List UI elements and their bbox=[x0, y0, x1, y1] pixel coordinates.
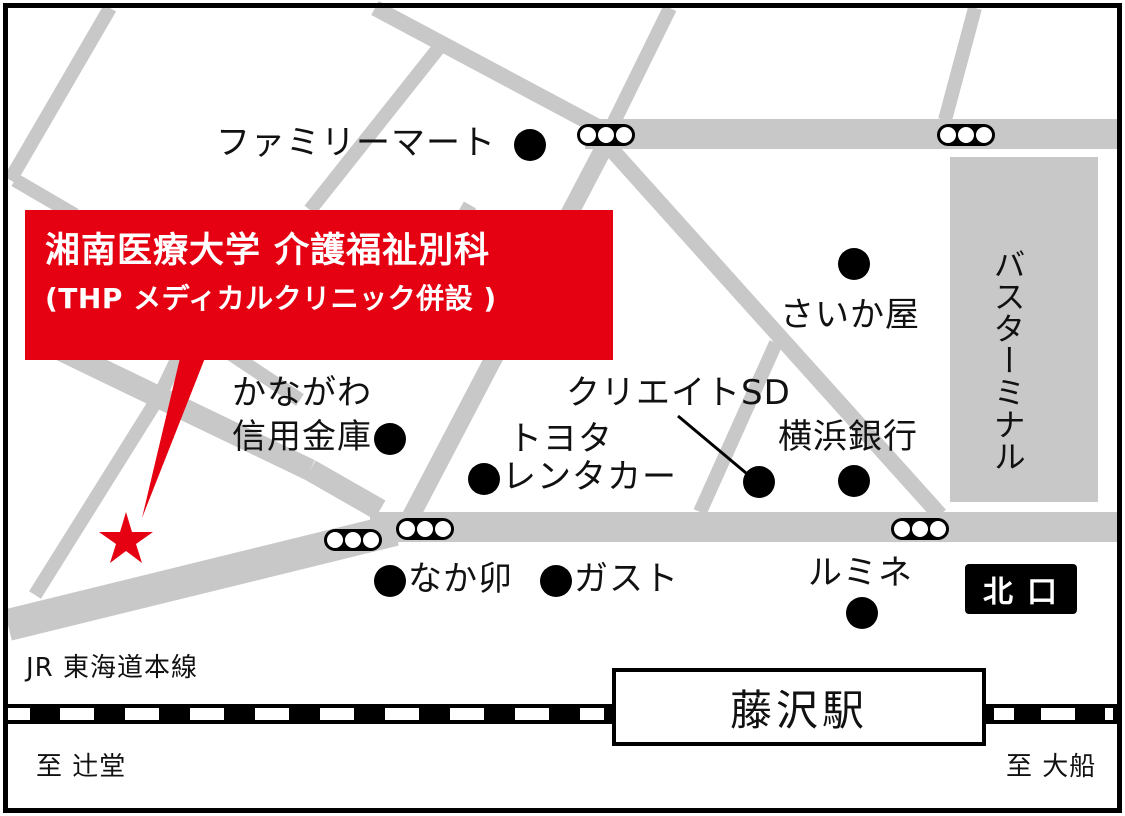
bus-terminal-label: バスターミナル bbox=[988, 248, 1027, 472]
landmark-dot-icon bbox=[846, 597, 878, 629]
landmark-label: ガスト bbox=[574, 559, 679, 599]
landmark-dot-icon bbox=[838, 248, 870, 280]
landmark-label: 信用金庫 bbox=[232, 417, 372, 457]
railway-line-name: JR 東海道本線 bbox=[26, 653, 198, 683]
landmark-dot-icon bbox=[540, 564, 572, 597]
direction-west: 至 辻堂 bbox=[36, 752, 127, 782]
landmark-familymart: ファミリーマート bbox=[216, 126, 546, 161]
landmark-dot-icon bbox=[513, 128, 546, 161]
landmark-gusto: ガスト bbox=[540, 562, 679, 597]
destination-title: 湘南医療大学 介護福祉別科 bbox=[45, 231, 491, 271]
traffic-signal-icon bbox=[577, 124, 635, 146]
traffic-signal-icon bbox=[396, 518, 454, 540]
destination-subtitle: (THP メディカルクリニック併設 ) bbox=[45, 282, 497, 315]
landmark-label: ファミリーマート bbox=[216, 123, 496, 163]
landmark-dot-icon bbox=[743, 466, 775, 498]
traffic-signal-icon bbox=[324, 529, 382, 551]
landmark-kanagawa-shinkin: 信用金庫 bbox=[232, 420, 406, 455]
landmark-label: レンタカー bbox=[502, 457, 677, 497]
landmark-saikaya: さいか屋 bbox=[780, 295, 920, 335]
traffic-signal-icon bbox=[891, 518, 949, 540]
landmark-dot-icon bbox=[374, 564, 406, 597]
landmark-dot-icon bbox=[468, 462, 500, 495]
landmark-dot-icon bbox=[838, 465, 870, 497]
landmark-label: なか卯 bbox=[408, 559, 513, 599]
bus-terminal-area bbox=[950, 157, 1098, 502]
traffic-signal-icon bbox=[937, 124, 995, 146]
north-exit-badge: 北口 bbox=[965, 564, 1077, 614]
landmark-create-sd: クリエイトSD bbox=[566, 373, 791, 413]
landmark-dot-icon bbox=[374, 422, 406, 455]
landmark-toyota-rentacar: レンタカー bbox=[468, 460, 677, 495]
destination-callout: 湘南医療大学 介護福祉別科 (THP メディカルクリニック併設 ) bbox=[25, 210, 613, 360]
landmark-lumine: ルミネ bbox=[808, 553, 913, 593]
landmark-kanagawa-line1: かながわ bbox=[232, 373, 372, 413]
landmark-toyota-line1: トヨタ bbox=[508, 419, 613, 459]
landmark-yokohama-bank: 横浜銀行 bbox=[778, 417, 918, 457]
landmark-nakau: なか卯 bbox=[374, 562, 513, 597]
direction-east: 至 大船 bbox=[1006, 752, 1097, 782]
station-box: 藤沢駅 bbox=[612, 668, 986, 746]
